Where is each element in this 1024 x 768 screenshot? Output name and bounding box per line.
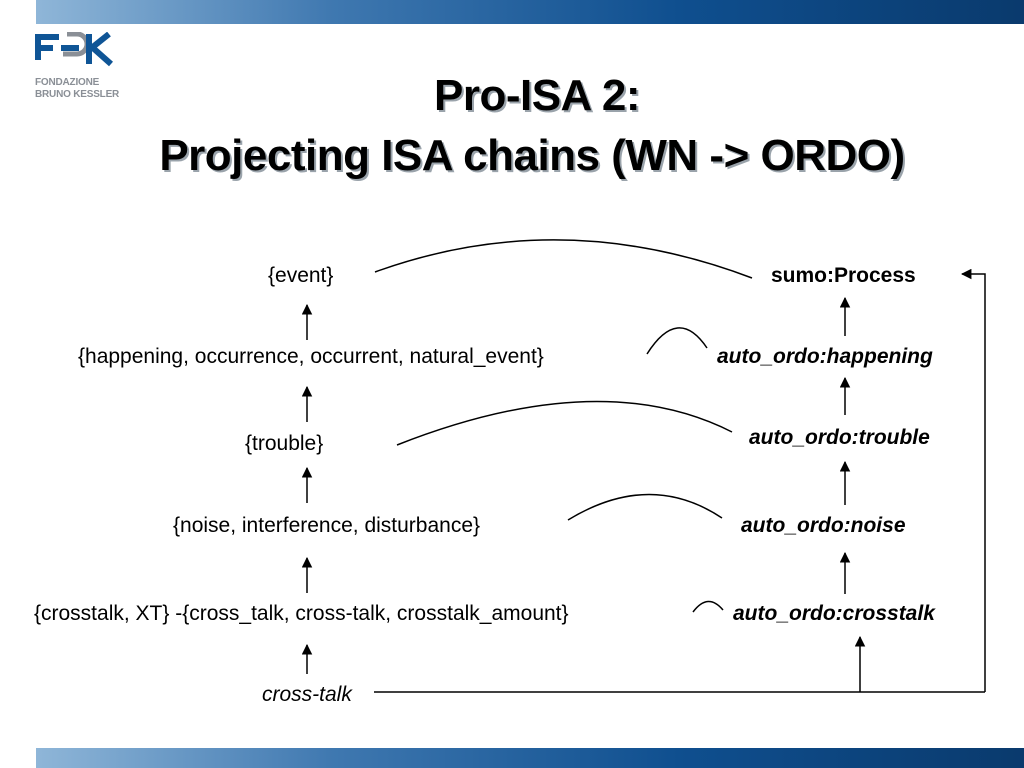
cross-talk-to-process-arrow: [960, 268, 986, 692]
arc-trouble: [396, 400, 733, 446]
wn-synset-trouble: {trouble}: [245, 432, 324, 455]
wn-synset-event: {event}: [268, 264, 334, 287]
source-term: cross-talk: [262, 683, 352, 706]
fbk-logo-icon: [35, 32, 113, 67]
top-banner: [36, 0, 1024, 24]
wn-synset-happening: {happening, occurrence, occurrent, natur…: [78, 345, 544, 368]
arc-happening: [646, 327, 708, 355]
ordo-concept-noise: auto_ordo:noise: [741, 514, 906, 537]
wn-synset-noise: {noise, interference, disturbance}: [173, 514, 481, 537]
ordo-concept-crosstalk: auto_ordo:crosstalk: [733, 602, 935, 625]
ordo-concept-trouble: auto_ordo:trouble: [749, 426, 930, 449]
mapping-arcs: [374, 239, 753, 613]
source-term-connectors: [374, 268, 986, 693]
ordo-concept-happening: auto_ordo:happening: [717, 345, 933, 368]
wn-synset-crosstalk: {crosstalk, XT} -{cross_talk, cross-talk…: [34, 602, 569, 625]
logo-line1: FONDAZIONE: [35, 77, 100, 88]
title-line1: Pro-ISA 2:: [433, 71, 641, 120]
logo-line2: BRUNO KESSLER: [35, 89, 120, 100]
arc-noise: [567, 493, 723, 521]
bottom-banner: [36, 748, 1024, 768]
ordo-concept-process: sumo:Process: [771, 264, 916, 287]
arc-crosstalk: [692, 600, 724, 613]
arc-event-process: [374, 239, 753, 279]
title-line2: Projecting ISA chains (WN -> ORDO): [159, 131, 905, 180]
slide-title: Pro-ISA 2: Projecting ISA chains (WN -> …: [40, 66, 1024, 186]
